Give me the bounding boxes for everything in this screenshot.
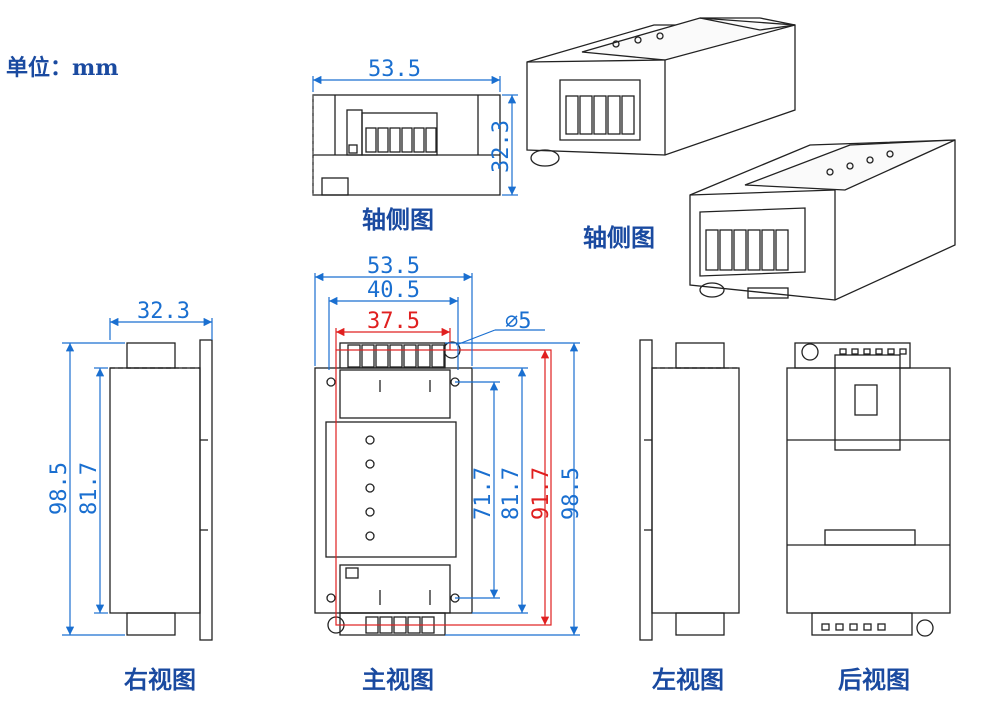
top-width-dim: 53.5 [368,57,421,82]
top-view-terminals [365,127,437,153]
front-view-top-terminals [347,344,445,368]
side-outer-height-dim: 98.5 [47,462,72,515]
front-outer-width-dim: 53.5 [367,254,420,279]
front-view-red-bounds [335,327,552,626]
front-h1-dim: 71.7 [471,467,496,520]
front-h2-dim: 81.7 [499,467,524,520]
axon-view-label-small: 轴侧图 [362,206,434,234]
back-view [786,342,951,637]
front-mid-width-dim: 40.5 [367,278,420,303]
back-view-label: 后视图 [838,666,910,694]
left-view-label: 左视图 [652,666,724,694]
front-view [314,341,473,636]
top-depth-dim: 32.3 [489,120,514,173]
unit-label: 单位：mm [6,55,119,81]
axon-view-2 [689,139,956,301]
hole-diameter-dim: ∅5 [505,309,532,334]
right-view-label: 右视图 [124,666,196,694]
front-h4-dim: 98.5 [559,467,584,520]
right-view [109,339,213,641]
axon-view-1 [526,17,796,167]
top-view-dims [312,75,518,196]
front-h3-dim: 91.7 [529,467,554,520]
left-view [639,339,740,641]
back-view-top-pins [839,348,907,355]
front-inner-width-dim: 37.5 [367,309,420,334]
front-view-blue-dims [314,272,580,636]
right-view-dims [62,317,213,636]
front-view-leds [365,435,375,541]
axon-view-label-large: 轴侧图 [583,224,655,252]
side-inner-height-dim: 81.7 [77,462,102,515]
side-width-dim: 32.3 [137,299,190,324]
front-view-label: 主视图 [362,666,434,694]
back-view-pins [821,623,886,631]
top-view [312,94,501,196]
